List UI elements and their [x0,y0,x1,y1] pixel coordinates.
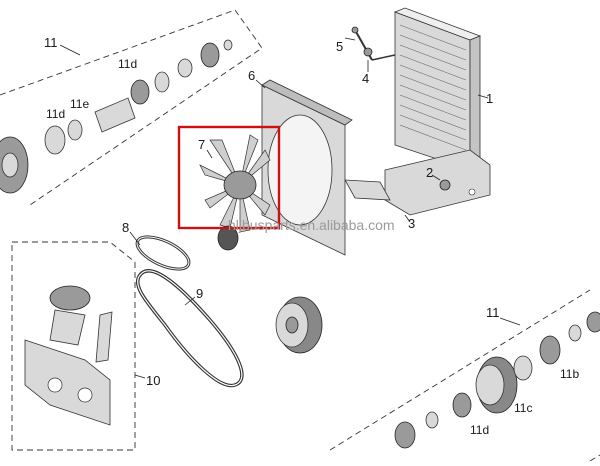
label-10: 10 [146,373,160,388]
label-2: 2 [426,165,433,180]
label-1: 1 [486,91,493,106]
label-3: 3 [408,216,415,231]
label-11c: 11c [514,401,532,415]
label-11e: 11e [70,97,89,111]
label-11d-top: 11d [118,57,137,71]
label-11d-mid: 11d [46,107,65,121]
idler-assembly-top [0,39,233,194]
label-9: 9 [196,286,203,301]
pulley-part [275,296,323,354]
watermark-text: hljbusparts.en.alibaba.com [228,217,395,233]
idler-assembly-bottom [394,311,600,449]
part-labels: 1 2 3 4 5 6 7 8 9 10 11 11 11d 11d 11e 1… [44,35,579,437]
radiator-part [393,7,482,171]
label-8: 8 [122,220,129,235]
cooling-fan-part [199,134,271,251]
leader-lines [59,37,521,379]
tensioner-bracket-part [24,285,113,426]
group-boundary-10 [11,241,136,451]
label-5: 5 [336,39,343,54]
support-rod-part [351,26,396,61]
label-11-top: 11 [44,35,58,50]
fan-shroud-part [261,79,353,256]
label-11d-bot: 11d [470,423,489,437]
highlight-box [177,125,281,230]
label-11b: 11b [560,367,579,381]
label-6: 6 [248,68,255,83]
mounting-bracket-part [384,149,491,216]
label-11-right: 11 [486,305,500,320]
small-bracket-part [344,179,391,201]
group-boundary-11-top [0,9,263,206]
label-7: 7 [198,137,205,152]
group-boundary-11-right [329,289,600,462]
label-4: 4 [362,71,369,86]
long-belt-part [135,269,244,388]
